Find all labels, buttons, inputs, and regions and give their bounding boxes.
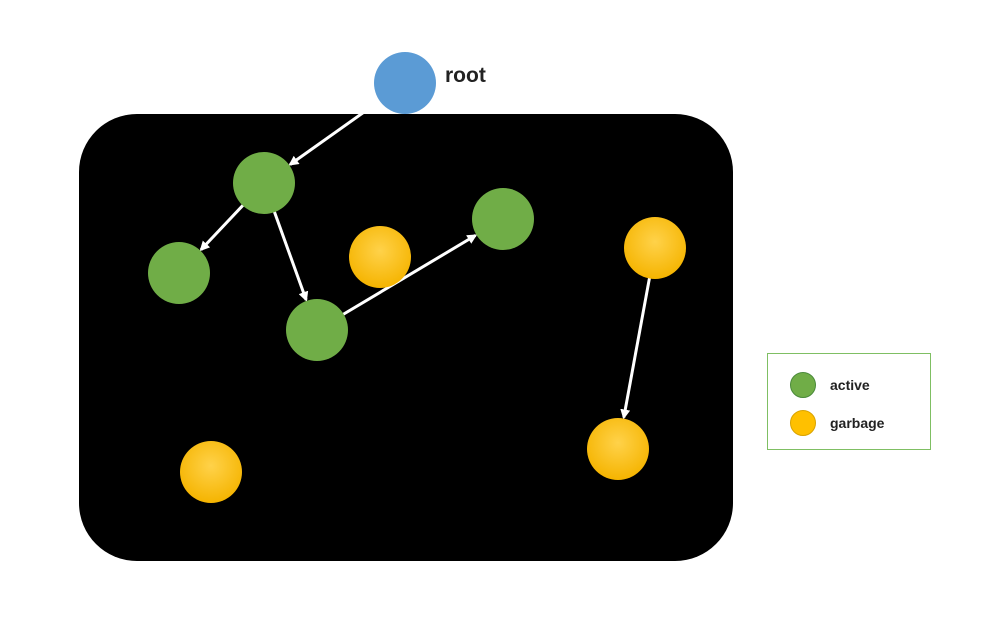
legend-item-active: active — [790, 372, 870, 398]
node-active-a4 — [472, 188, 534, 250]
node-garbage-g4 — [180, 441, 242, 503]
edge-g2-to-g3 — [620, 276, 652, 420]
node-active-a1 — [233, 152, 295, 214]
nodes-layer — [148, 52, 686, 503]
heap-region — [79, 114, 733, 561]
edge-a3-to-a4 — [341, 234, 478, 317]
node-active-a3 — [286, 299, 348, 361]
legend: active garbage — [767, 353, 931, 450]
edge-a1-to-a3 — [272, 209, 309, 302]
node-active-a2 — [148, 242, 210, 304]
garbage-swatch-icon — [790, 410, 816, 436]
root-label: root — [445, 64, 486, 87]
node-root-root — [374, 52, 436, 114]
node-garbage-g2 — [624, 217, 686, 279]
edge-root-to-a1 — [288, 98, 383, 166]
edges-layer — [199, 98, 652, 420]
legend-item-garbage: garbage — [790, 410, 884, 436]
node-garbage-g1 — [349, 226, 411, 288]
legend-label-active: active — [830, 377, 870, 393]
edge-a1-to-a2 — [199, 203, 246, 252]
node-garbage-g3 — [587, 418, 649, 480]
active-swatch-icon — [790, 372, 816, 398]
legend-label-garbage: garbage — [830, 415, 885, 431]
